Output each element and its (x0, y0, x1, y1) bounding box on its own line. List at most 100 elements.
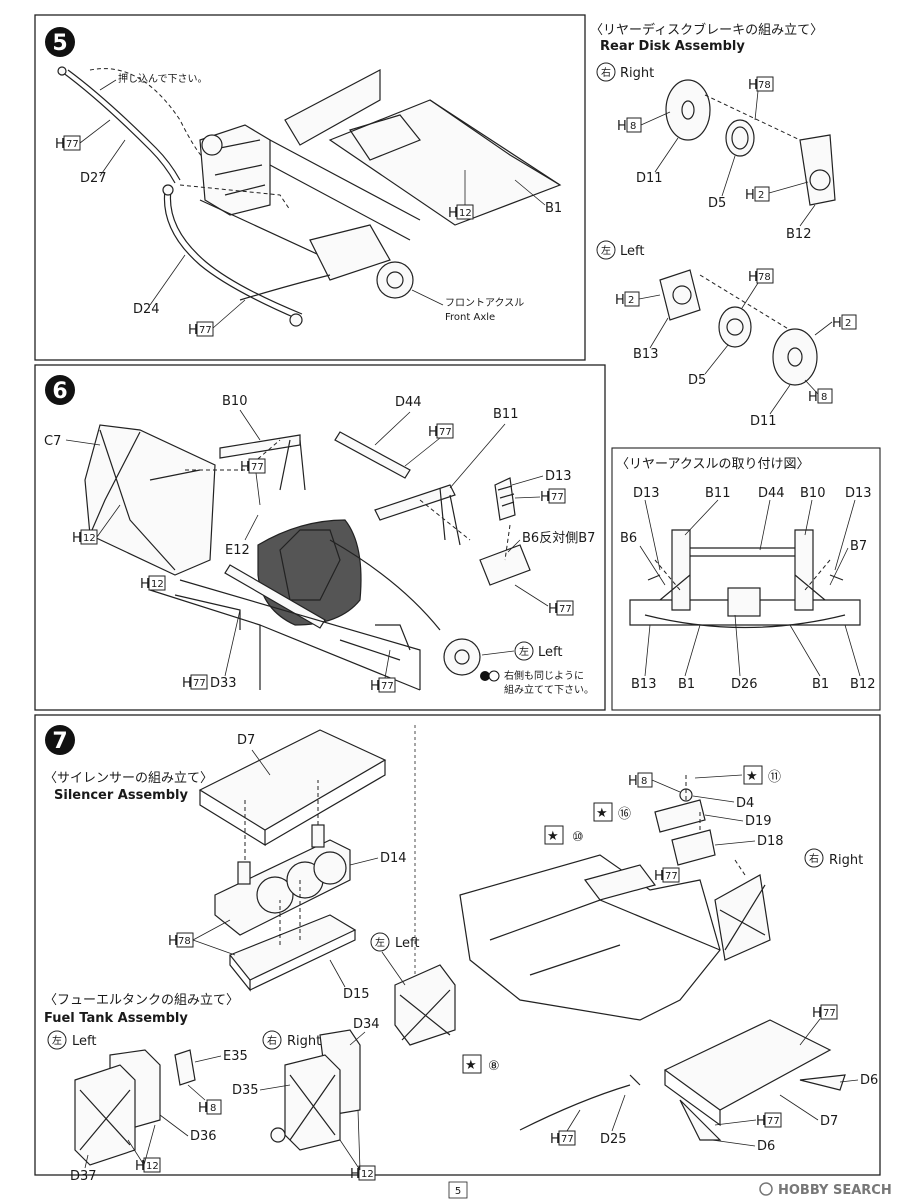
rear-axle-label: D13 (633, 486, 660, 501)
h12-callout: H 12 (140, 575, 166, 592)
label-d11-r: D11 (636, 171, 663, 186)
svg-text:H: H (428, 425, 438, 440)
svg-text:12: 12 (151, 579, 164, 590)
svg-text:組み立てて下さい。: 組み立てて下さい。 (504, 683, 594, 696)
h77-callout: H 77 (756, 1112, 782, 1129)
svg-text:★: ★ (547, 829, 559, 844)
car-assembly-drawing (394, 775, 846, 1141)
star-callout-8: ★ ⑧ (462, 1054, 500, 1074)
label-b10: B10 (222, 394, 247, 409)
rear-axle-label: B11 (705, 486, 730, 501)
svg-text:H: H (240, 460, 250, 475)
svg-text:H: H (654, 869, 664, 884)
watermark-logo-icon (759, 1182, 773, 1196)
svg-text:右: 右 (267, 1034, 277, 1047)
fuel-title-jp: 〈フューエルタンクの組み立て〉 (44, 993, 239, 1008)
h77-callout: H 77 (550, 1130, 576, 1147)
silencer-title-en: Silencer Assembly (54, 788, 188, 803)
svg-text:H: H (182, 676, 192, 691)
svg-text:H: H (548, 602, 558, 617)
rear-axle-label: B12 (850, 677, 875, 692)
svg-text:H: H (550, 1132, 560, 1147)
label-d5-l: D5 (688, 373, 706, 388)
watermark: HOBBY SEARCH (778, 1183, 892, 1198)
h77-callout: H 77 (188, 321, 214, 338)
svg-text:77: 77 (251, 462, 264, 473)
svg-text:⑯: ⑯ (618, 807, 631, 822)
label-d36: D36 (190, 1129, 217, 1144)
step5-number: 5 (52, 31, 67, 56)
svg-text:H: H (540, 490, 550, 505)
h77-callout: H 77 (240, 458, 266, 475)
silencer-title-jp: 〈サイレンサーの組み立て〉 (44, 771, 213, 786)
h8-callout: H 8 (628, 772, 653, 789)
label-d14: D14 (380, 851, 407, 866)
svg-text:左: 左 (601, 244, 611, 257)
right-badge (596, 62, 616, 82)
svg-text:H: H (832, 316, 842, 331)
svg-text:H: H (617, 119, 627, 134)
h12-callout: H 12 (135, 1157, 161, 1174)
h2-callout: H 2 (832, 314, 857, 331)
svg-text:78: 78 (758, 80, 771, 91)
svg-text:H: H (745, 188, 755, 203)
h78-callout: H 78 (748, 76, 774, 93)
svg-text:H: H (350, 1167, 360, 1182)
left-label: Left (72, 1034, 96, 1049)
svg-text:左: 左 (519, 645, 529, 658)
svg-text:78: 78 (178, 936, 191, 947)
step5-note-jp: 押し込んで下さい。 (118, 72, 208, 85)
svg-text:77: 77 (439, 427, 452, 438)
mirror-note: 右側も同じように 組み立てて下さい。 (480, 669, 594, 696)
h12-callout: H 12 (448, 204, 474, 221)
svg-text:H: H (168, 934, 178, 949)
svg-text:77: 77 (767, 1116, 780, 1127)
h2-callout: H 2 (745, 186, 770, 203)
step7-number: 7 (52, 729, 67, 754)
svg-text:★: ★ (596, 806, 608, 821)
svg-text:12: 12 (83, 533, 96, 544)
h77-callout: H 77 (654, 867, 680, 884)
svg-text:★: ★ (465, 1058, 477, 1073)
h77-callout: H 77 (812, 1004, 838, 1021)
h77-callout: H 77 (370, 677, 396, 694)
step7-frame (34, 714, 881, 1176)
svg-text:左: 左 (52, 1034, 62, 1047)
left-label: Left (538, 645, 562, 660)
right-label: Right (620, 66, 654, 81)
step6-number: 6 (52, 379, 67, 404)
h8-callout: H 8 (808, 388, 833, 405)
label-d25: D25 (600, 1132, 627, 1147)
svg-text:右: 右 (809, 852, 819, 865)
left-badge (47, 1030, 67, 1050)
label-d6b: D6 (757, 1139, 775, 1154)
left-badge (514, 641, 534, 661)
svg-text:H: H (72, 531, 82, 546)
h77-callout: H 77 (182, 674, 208, 691)
rear-axle-label: B1 (678, 677, 695, 692)
svg-text:⑪: ⑪ (768, 770, 781, 785)
step6-frame (34, 364, 606, 711)
label-d19: D19 (745, 814, 772, 829)
svg-text:2: 2 (845, 318, 851, 329)
page-number-box (448, 1181, 468, 1199)
svg-text:H: H (135, 1159, 145, 1174)
page-number: 5 (455, 1186, 461, 1197)
left-badge (370, 932, 390, 952)
label-d6: D6 (860, 1073, 878, 1088)
h8-callout: H 8 (617, 117, 642, 134)
svg-text:77: 77 (823, 1008, 836, 1019)
svg-text:H: H (628, 774, 638, 789)
fuel-tank-drawing (74, 1029, 361, 1166)
h78-callout: H 78 (748, 268, 774, 285)
svg-text:12: 12 (146, 1161, 159, 1172)
label-d15: D15 (343, 987, 370, 1002)
right-label: Right (829, 853, 863, 868)
label-d18: D18 (757, 834, 784, 849)
h78-callout: H 78 (168, 932, 194, 949)
rear-disk-title-en: Rear Disk Assembly (600, 39, 745, 54)
svg-text:2: 2 (628, 295, 634, 306)
step5-badge (45, 27, 75, 57)
label-d27: D27 (80, 171, 107, 186)
